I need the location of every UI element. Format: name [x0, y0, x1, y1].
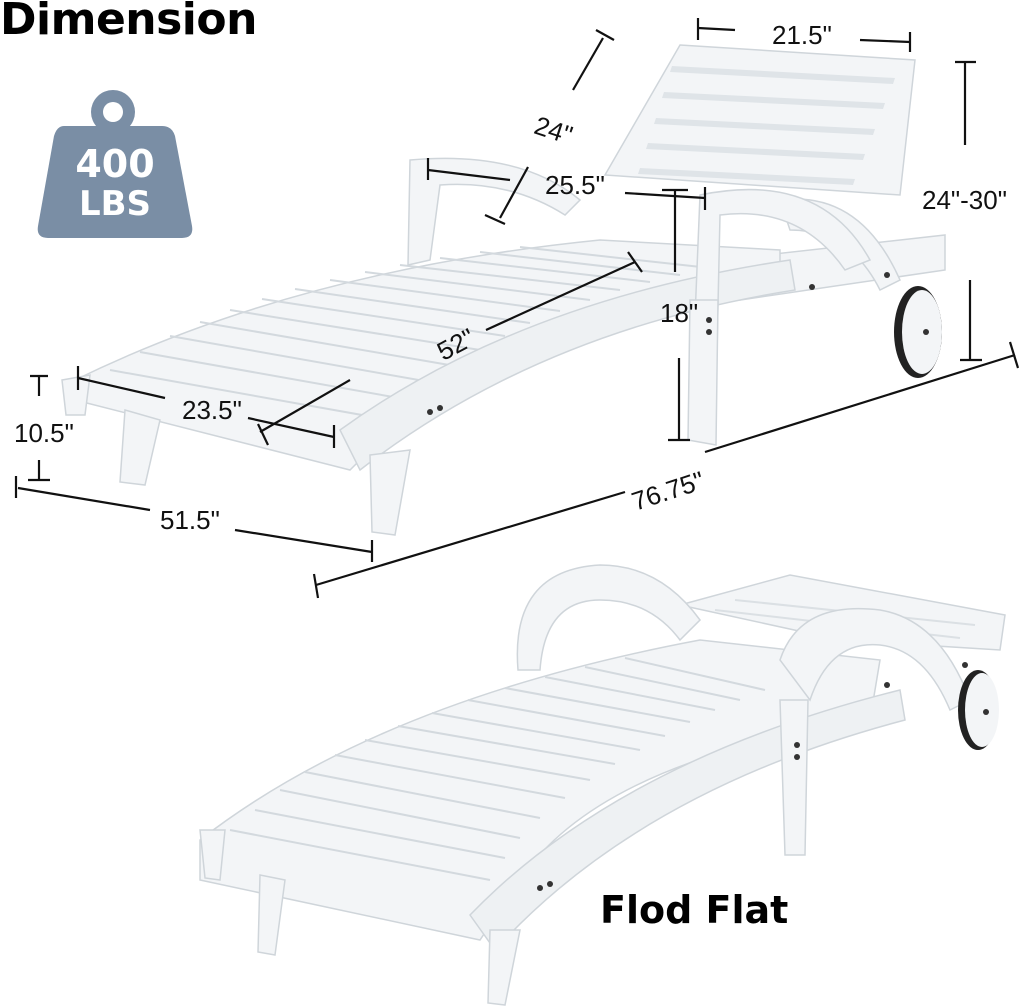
page-title: Dimension: [0, 0, 257, 45]
wheel-icon: [958, 670, 999, 750]
wheel-icon: [894, 286, 942, 378]
dim-arm-width: 25.5": [545, 170, 605, 200]
flat-chair: [199, 564, 1006, 1006]
reclined-chair: [61, 44, 946, 536]
weight-icon: [37, 90, 193, 238]
dim-backrest-height: 24"-30": [922, 185, 1007, 215]
dimension-lines: [14, 18, 1020, 599]
weight-unit: LBS: [78, 184, 152, 224]
fold-flat-caption: Flod Flat: [600, 888, 789, 932]
dim-seat-height: 18": [660, 298, 699, 328]
dim-seat-width: 23.5": [182, 395, 242, 425]
dim-front-height: 10.5": [14, 418, 74, 448]
weight-capacity-badge: 400 LBS: [36, 86, 194, 240]
weight-value: 400: [75, 142, 155, 186]
dim-backrest-width: 21.5": [772, 20, 832, 50]
dim-overall-width: 51.5": [160, 505, 220, 535]
